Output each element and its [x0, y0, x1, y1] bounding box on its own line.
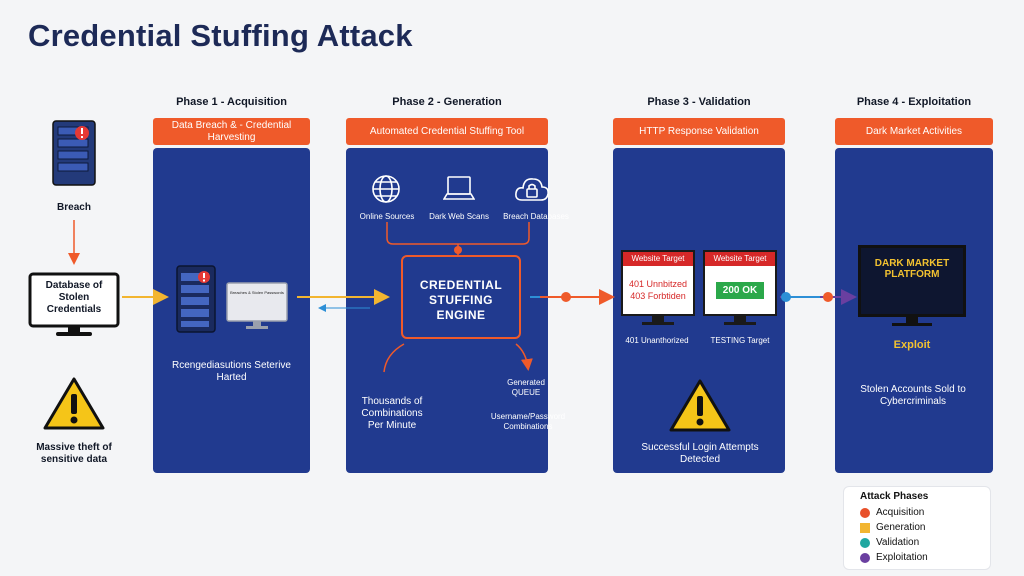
source-breach-db: Breach Databases: [503, 212, 569, 221]
success-label: Successful Login Attempts Detected: [641, 442, 759, 465]
thousands-label: Thousands of Combinations Per Minute: [361, 396, 423, 431]
legend-item-acquisition: Acquisition: [860, 507, 924, 518]
legend-item-validation: Validation: [860, 537, 919, 548]
phase1-bar: Data Breach & - Credential Harvesting: [153, 118, 310, 145]
testing-target-label: TESTING Target: [710, 336, 770, 345]
monitor-screen-text: Breaches & Stolen Passwords: [230, 290, 284, 295]
legend-swatch: [860, 507, 870, 518]
breach-label: Breach: [57, 202, 91, 213]
server-icon: [176, 265, 216, 333]
legend-item-exploitation: Exploitation: [860, 552, 928, 563]
dark-market-base: [892, 323, 932, 326]
unauthorized-label: 401 Unanthorized: [625, 336, 689, 345]
phase1-heading: Phase 1 - Acquisition: [176, 96, 287, 108]
warning-icon: [42, 376, 106, 432]
phase3-heading: Phase 3 - Validation: [647, 96, 751, 108]
legend-label: Validation: [876, 537, 920, 548]
target1-body: 401 Unnbitzed 403 Forbtiden: [628, 279, 688, 301]
legend: Attack Phases Acquisition Generation Val…: [843, 486, 991, 570]
laptop-icon: [442, 174, 476, 204]
legend-title: Attack Phases: [860, 491, 929, 502]
dark-market-stand: [906, 317, 918, 323]
source-online: Online Sources: [359, 212, 415, 221]
legend-label: Generation: [876, 522, 926, 533]
phase2-bar: Automated Credential Stuffing Tool: [346, 118, 548, 145]
page-title: Credential Stuffing Attack: [28, 18, 413, 53]
legend-item-generation: Generation: [860, 522, 925, 533]
legend-swatch: [860, 537, 870, 548]
monitor-database-icon: [28, 272, 120, 338]
target1-base: [642, 322, 674, 325]
target1-stand: [652, 316, 664, 322]
generated-label: Generated QUEUE: [507, 378, 545, 397]
target1-header: Website Target: [623, 252, 693, 266]
cloud-lock-icon: [514, 174, 550, 204]
monitor-icon: [226, 282, 288, 332]
dark-market-monitor: [858, 245, 966, 317]
massive-theft-label: Massive theft of sensitive data: [36, 442, 112, 465]
target2-base: [724, 322, 756, 325]
engine-box: [401, 255, 521, 339]
username-label: Username/Password Combinations: [490, 412, 566, 431]
phase2-heading: Phase 2 - Generation: [392, 96, 502, 108]
phase4-bar: Dark Market Activities: [835, 118, 993, 145]
database-label: Database of Stolen Credentials: [45, 280, 103, 315]
stolen-accounts-label: Stolen Accounts Sold to Cybercriminals: [860, 384, 966, 407]
globe-icon: [371, 174, 401, 204]
legend-label: Acquisition: [876, 507, 925, 518]
phase4-heading: Phase 4 - Exploitation: [856, 96, 972, 108]
platform-label: DARK MARKET PLATFORM: [874, 258, 950, 280]
source-darkweb: Dark Web Scans: [429, 212, 489, 221]
target2-ok-badge: 200 OK: [716, 282, 764, 299]
phase1-caption: Rcengediasutions Seterive Harted: [172, 360, 291, 383]
server-breach-icon: [52, 120, 96, 186]
engine-label: CREDENTIAL STUFFING ENGINE: [419, 278, 503, 322]
target2-header: Website Target: [705, 252, 775, 266]
exploit-label: Exploit: [893, 339, 931, 351]
target2-stand: [734, 316, 746, 322]
legend-swatch: [860, 522, 870, 533]
legend-swatch: [860, 552, 870, 563]
phase3-warning-icon: [668, 378, 732, 434]
phase2-panel: [346, 148, 548, 473]
phase3-bar: HTTP Response Validation: [613, 118, 785, 145]
legend-label: Exploitation: [876, 552, 928, 563]
